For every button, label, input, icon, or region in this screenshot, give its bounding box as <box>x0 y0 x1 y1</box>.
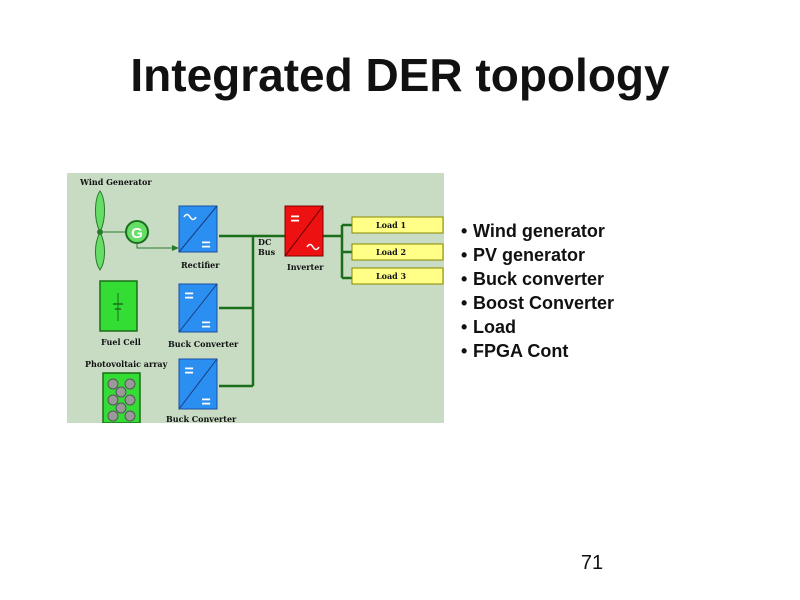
wind-generator-label: Wind Generator <box>79 177 152 187</box>
page-number: 71 <box>580 552 604 574</box>
load-1-label: Load 1 <box>376 220 406 230</box>
der-topology-diagram: Wind Generator G = Rectifier DC Bus = <box>67 173 444 423</box>
dc-equals-icon: = <box>201 317 210 334</box>
dc-equals-icon: = <box>184 288 193 305</box>
dc-equals-icon: = <box>201 237 210 254</box>
fuel-cell: Fuel Cell <box>99 280 141 347</box>
buck-converter-2: = = Buck Converter <box>166 358 237 423</box>
dc-bus-label-line2: Bus <box>258 247 276 257</box>
dc-equals-icon: = <box>201 394 210 411</box>
rectifier-label: Rectifier <box>181 260 220 270</box>
dc-equals-icon: = <box>290 211 299 228</box>
photovoltaic-array-label: Photovoltaic array <box>85 359 168 369</box>
bullet-list: •Wind generator •PV generator •Buck conv… <box>461 219 614 363</box>
load-2: Load 2 <box>351 243 444 261</box>
bus-lines <box>219 223 352 388</box>
rectifier-block: = Rectifier <box>178 205 220 270</box>
fuel-cell-label: Fuel Cell <box>101 337 141 347</box>
load-1: Load 1 <box>351 216 444 234</box>
inverter-block: = Inverter <box>284 205 324 272</box>
generator-letter: G <box>131 225 143 242</box>
load-2-label: Load 2 <box>376 247 406 257</box>
buck-converter-1-label: Buck Converter <box>168 339 239 349</box>
dc-equals-icon: = <box>184 363 193 380</box>
bullet-item: •Buck converter <box>461 269 605 289</box>
buck-converter-2-label: Buck Converter <box>166 414 237 423</box>
dc-bus-label-line1: DC <box>258 237 271 247</box>
buck-converter-1: = = Buck Converter <box>168 283 239 349</box>
bullet-item: •FPGA Cont <box>461 341 569 361</box>
wind-turbine: Wind Generator G <box>79 177 179 271</box>
photovoltaic-array: Photovoltaic array <box>85 359 168 423</box>
turbine-blade-lower <box>95 230 105 271</box>
bullet-item: •Wind generator <box>461 221 605 241</box>
inverter-label: Inverter <box>287 262 324 272</box>
turbine-blade-upper <box>95 190 105 234</box>
load-3-label: Load 3 <box>376 271 407 281</box>
slide-title: Integrated DER topology <box>130 49 670 101</box>
ac-wave-icon <box>183 213 197 221</box>
bullet-item: •PV generator <box>461 245 586 265</box>
bullet-item: •Boost Converter <box>461 293 615 313</box>
load-3: Load 3 <box>351 267 444 285</box>
ac-wave-icon <box>306 243 320 251</box>
bullet-item: •Load <box>461 317 516 337</box>
